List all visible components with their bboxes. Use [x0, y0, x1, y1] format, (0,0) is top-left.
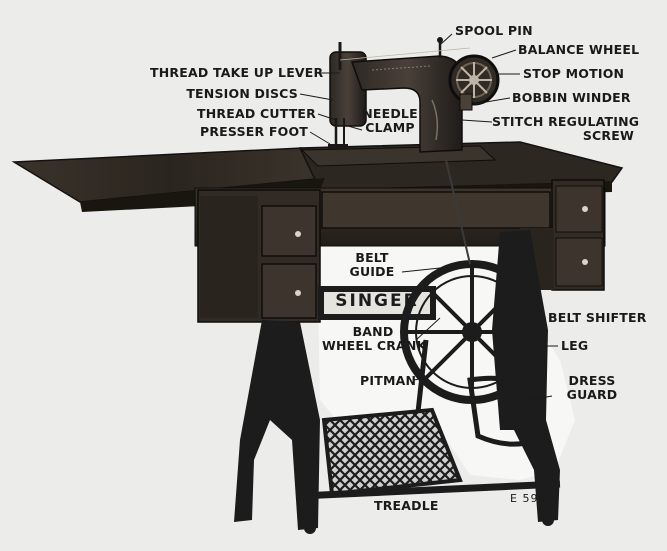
right-leg — [492, 230, 560, 522]
belt — [445, 159, 471, 265]
spool-pin-cap — [437, 37, 443, 43]
presser-foot — [328, 144, 348, 149]
machine-arm — [350, 55, 463, 153]
right-drawer-lower — [555, 237, 603, 287]
leader-dress-guard — [529, 395, 553, 401]
caster-right — [542, 514, 554, 526]
left-leg-scroll-inner — [276, 386, 300, 410]
lower-rail — [299, 480, 561, 500]
right-drawer-knob-lower — [582, 259, 588, 265]
balance-wheel-spokes — [456, 62, 492, 98]
left-drawer-lower — [261, 263, 317, 319]
right-drawer-upper — [555, 185, 603, 233]
left-side-panel — [200, 196, 258, 318]
leader-lines — [299, 33, 558, 401]
left-drawer-upper — [261, 205, 317, 257]
figure-number: E 590 — [510, 492, 547, 505]
thread — [339, 47, 471, 61]
label-stitch-regulating-screw: STITCH REGULATING SCREW — [492, 114, 640, 143]
label-belt-guide: BELT GUIDE — [349, 250, 395, 279]
singer-logo: SINGER — [335, 291, 419, 311]
singer-crossbar-inner — [324, 292, 430, 314]
leader-needle-clamp — [347, 125, 363, 131]
label-thread-cutter: THREAD CUTTER — [197, 106, 316, 121]
left-leg-scroll — [263, 373, 313, 423]
label-balance-wheel: BALANCE WHEEL — [518, 42, 640, 57]
leader-tension-discs — [299, 93, 334, 101]
leader-presser-foot — [309, 131, 331, 145]
leader-band-wheel-crank — [415, 317, 441, 341]
leader-thread-cutter — [317, 113, 337, 121]
leader-stitch-screw — [461, 119, 493, 123]
label-bobbin-winder: BOBBIN WINDER — [512, 90, 631, 105]
center-apron — [321, 191, 551, 229]
label-spool-pin: SPOOL PIN — [455, 23, 533, 38]
leader-pitman — [413, 377, 425, 381]
bobbin-winder — [459, 93, 473, 111]
label-stop-motion: STOP MOTION — [523, 66, 625, 81]
label-needle-clamp: NEEDLE CLAMP — [362, 106, 418, 135]
arm-decoration — [371, 65, 431, 71]
label-band-wheel-crank: BAND WHEEL CRANK — [322, 324, 427, 353]
pillar-decoration — [431, 99, 439, 141]
left-drawer-knob-lower — [295, 290, 301, 296]
leader-spool-pin — [440, 33, 453, 45]
label-presser-foot: PRESSER FOOT — [200, 124, 309, 139]
right-drawer-knob-upper — [582, 206, 588, 212]
label-leg: LEG — [561, 338, 589, 353]
left-drawer-knob-upper — [295, 231, 301, 237]
label-pitman: PITMAN — [360, 373, 417, 388]
label-tension-discs: TENSION DISCS — [186, 86, 298, 101]
caster-left — [304, 522, 316, 534]
dress-guard — [467, 375, 543, 447]
left-leg — [234, 320, 320, 530]
label-treadle: TREADLE — [374, 498, 439, 513]
leader-bobbin-winder — [473, 97, 511, 105]
treadle-plate — [321, 407, 463, 497]
leader-belt-guide — [401, 267, 441, 273]
pitman-rod — [415, 339, 429, 413]
label-dress-guard: DRESS GUARD — [566, 373, 618, 402]
label-belt-shifter: BELT SHIFTER — [548, 310, 647, 325]
label-thread-take-up-lever: THREAD TAKE UP LEVER — [150, 65, 324, 80]
leader-balance-wheel — [491, 49, 517, 59]
